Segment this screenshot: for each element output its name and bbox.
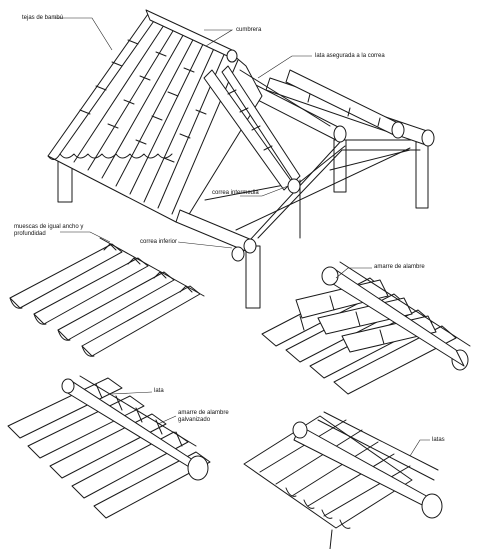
label-lata-asegurada: lata asegurada a la correa xyxy=(315,53,385,59)
lath-assembly xyxy=(7,375,211,519)
purlins xyxy=(175,65,331,262)
bamboo-tile-roof xyxy=(47,9,263,223)
label-amarre-galvanizado: amarre de alambre galvanizado xyxy=(178,410,229,423)
label-correa-intermedia: correa intermedia xyxy=(212,190,259,196)
label-tejas: tejas de bambú xyxy=(22,15,64,21)
post-front xyxy=(245,245,261,309)
leader-lines xyxy=(54,17,430,457)
post-right xyxy=(415,141,429,209)
wire-tied-assembly xyxy=(261,261,471,395)
label-amarre-alambre: amarre de alambre xyxy=(374,264,425,270)
label-lata: lata xyxy=(154,388,164,394)
label-muescas: muescas de igual ancho y profundidad xyxy=(14,224,84,237)
half-bamboo-2 xyxy=(33,257,149,325)
roof-assembly xyxy=(47,9,435,309)
batten-assembly xyxy=(243,411,443,550)
label-latas: latas xyxy=(432,437,445,443)
ridge-poles xyxy=(245,69,435,147)
half-bamboo-1 xyxy=(9,243,123,309)
label-cumbrera: cumbrera xyxy=(236,27,262,33)
notch-line xyxy=(99,237,205,297)
notched-bamboo-halves xyxy=(9,237,205,357)
support-posts xyxy=(57,139,429,309)
label-correa-inferior: correa inferior xyxy=(140,239,178,245)
